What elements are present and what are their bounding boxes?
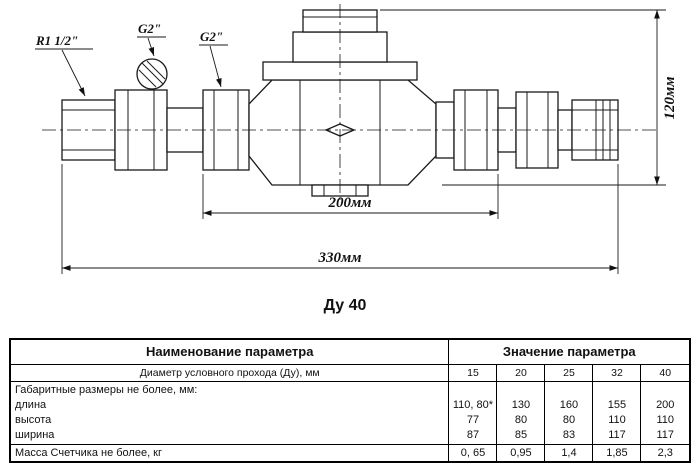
drawing-caption: Ду 40 (324, 297, 367, 314)
dimensions-labels: Габаритные размеры не более, мм: длина в… (9, 381, 450, 445)
header-param-name: Наименование параметра (9, 338, 450, 365)
width-label: ширина (14, 429, 55, 441)
thread-label-left: R1 1/2" (35, 33, 93, 97)
height-label: высота (14, 414, 52, 426)
dimension-120mm: 120мм (380, 9, 678, 186)
sizes-group-label: Габаритные размеры не более, мм: (14, 384, 198, 396)
mass-value-20: 0,95 (496, 444, 546, 463)
thread-top-text: G2" (138, 21, 161, 36)
sizes-col-15: 110, 80* 77 87 (448, 381, 498, 445)
diameter-value-40: 40 (640, 364, 691, 382)
thread-mid-text: G2" (200, 29, 223, 44)
diameter-value-20: 20 (496, 364, 546, 382)
diameter-value-32: 32 (592, 364, 642, 382)
meter-body (248, 9, 437, 197)
thread-label-mid-g2: G2" (199, 29, 228, 88)
diameter-label: Диаметр условного прохода (Ду), мм (9, 364, 450, 382)
mass-label: Масса Счетчика не более, кг (9, 444, 450, 463)
diameter-row: Диаметр условного прохода (Ду), мм 15 20… (9, 364, 691, 382)
thread-left-text: R1 1/2" (35, 33, 78, 48)
dim-200-text: 200мм (327, 195, 371, 211)
length-label: длина (14, 399, 47, 411)
parameters-table: Наименование параметра Значение параметр… (8, 338, 692, 463)
sizes-col-20: 130 80 85 (496, 381, 546, 445)
sizes-col-32: 155 110 117 (592, 381, 642, 445)
mass-row: Масса Счетчика не более, кг 0, 65 0,95 1… (9, 444, 691, 463)
mass-value-32: 1,85 (592, 444, 642, 463)
dim-330-text: 330мм (317, 250, 361, 266)
sizes-col-40: 200 110 117 (640, 381, 691, 445)
mass-value-15: 0, 65 (448, 444, 498, 463)
water-meter-drawing: R1 1/2" G2" G2" 200мм 330мм (35, 4, 678, 314)
mass-value-40: 2,3 (640, 444, 691, 463)
table-header-row: Наименование параметра Значение параметр… (9, 338, 691, 365)
sizes-col-25: 160 80 83 (544, 381, 594, 445)
overall-dimensions-row: Габаритные размеры не более, мм: длина в… (9, 381, 691, 445)
thread-end-view-detail (136, 58, 168, 90)
mass-value-25: 1,4 (544, 444, 594, 463)
dimension-330mm: 330мм (61, 164, 619, 274)
header-param-value: Значение параметра (448, 338, 691, 365)
dimension-200mm: 200мм (202, 174, 499, 219)
thread-label-top-g2: G2" (137, 21, 166, 57)
diameter-value-15: 15 (448, 364, 498, 382)
diameter-value-25: 25 (544, 364, 594, 382)
dim-120-text: 120мм (662, 76, 678, 119)
